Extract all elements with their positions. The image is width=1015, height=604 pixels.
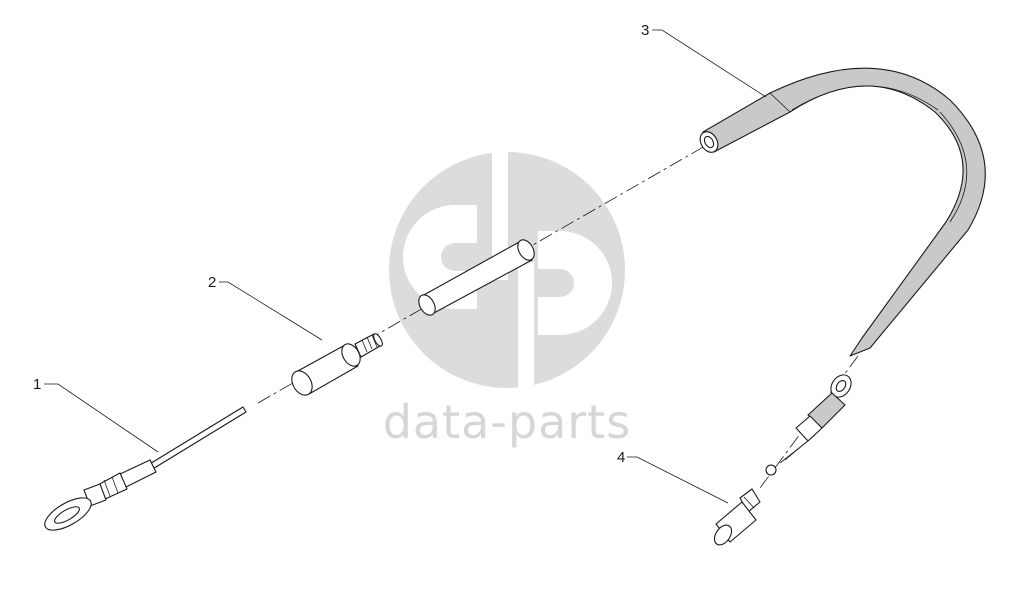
part-2-adapter [291, 333, 383, 396]
callout-1: 1 [33, 376, 41, 393]
watermark-text: data-parts [383, 395, 632, 449]
leader-1 [44, 383, 159, 453]
part-3-guide-tube [699, 67, 986, 357]
callout-2: 2 [208, 274, 216, 291]
tube-segment [418, 239, 535, 316]
leader-3 [652, 29, 767, 98]
callout-4: 4 [617, 449, 625, 466]
part-4-cylinder [713, 374, 852, 546]
leader-4 [627, 456, 729, 504]
part-1-rod [44, 406, 247, 531]
callout-3: 3 [641, 22, 649, 39]
leader-2 [219, 281, 323, 341]
